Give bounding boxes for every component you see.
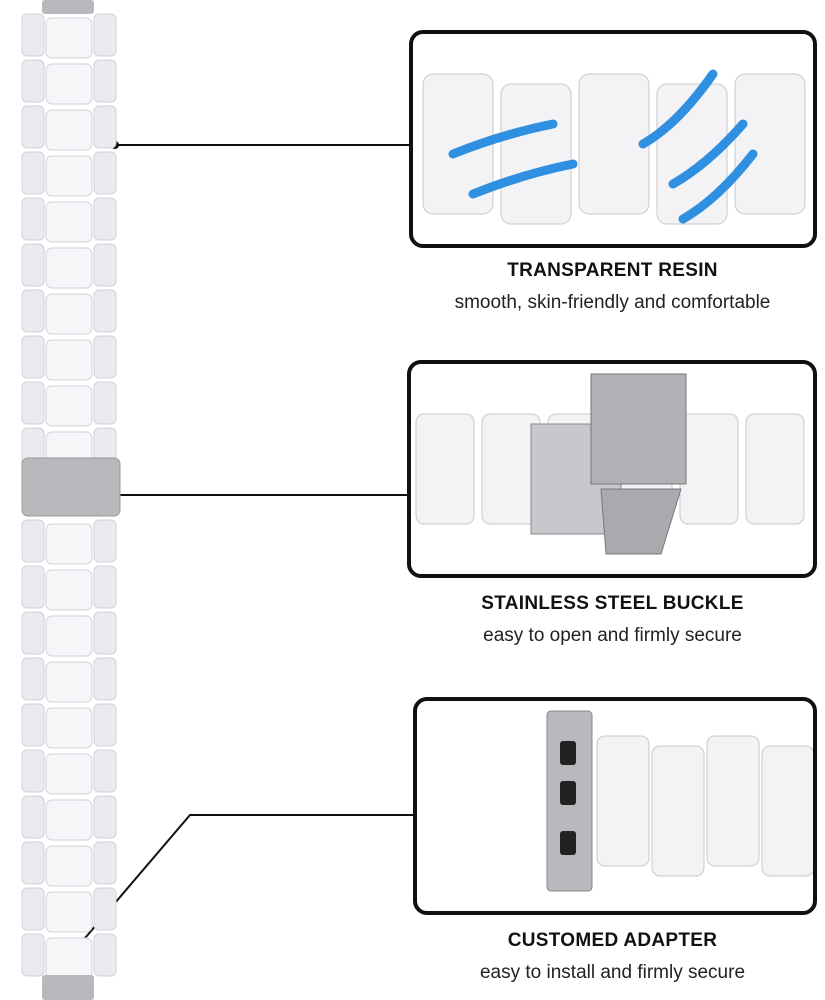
band-link-side <box>21 381 45 425</box>
adapter-closeup-image <box>413 697 817 915</box>
band-link-side <box>21 243 45 287</box>
band-link-side <box>93 749 117 793</box>
band-link-side <box>93 703 117 747</box>
band-link-center <box>45 845 93 887</box>
band-link-side <box>21 565 45 609</box>
band-link-side <box>93 611 117 655</box>
band-link-center <box>45 937 93 979</box>
band-link-side <box>93 933 117 977</box>
band-link-side <box>21 933 45 977</box>
feature-title-adapter: CUSTOMED ADAPTER <box>507 930 718 951</box>
band-link-side <box>21 657 45 701</box>
resin-link <box>745 413 805 525</box>
band-link-side <box>21 795 45 839</box>
band-link-side <box>93 151 117 195</box>
feature-subtitle-resin: smooth, skin-friendly and comfortable <box>454 292 771 313</box>
band-link-side <box>93 289 117 333</box>
band-link-center <box>45 385 93 427</box>
resin-link <box>415 413 475 525</box>
resin-link <box>500 83 572 225</box>
band-link-center <box>45 109 93 151</box>
flow-arrow-icon <box>638 69 718 149</box>
feature-subtitle-adapter: easy to install and firmly secure <box>479 962 746 983</box>
band-link-side <box>93 105 117 149</box>
band-link-side <box>93 565 117 609</box>
band-link-side <box>21 703 45 747</box>
feature-subtitle-buckle: easy to open and firmly secure <box>483 625 742 646</box>
band-link-side <box>93 243 117 287</box>
band-link-side <box>93 59 117 103</box>
band-link-side <box>93 13 117 57</box>
band-link-center <box>45 891 93 933</box>
feature-title-buckle: STAINLESS STEEL BUCKLE <box>481 593 744 614</box>
band-link-side <box>93 795 117 839</box>
buckle-closeup-image <box>407 360 817 578</box>
band-link-side <box>21 611 45 655</box>
band-link-center <box>45 17 93 59</box>
adapter-slot <box>560 741 576 765</box>
band-link-side <box>93 335 117 379</box>
resin-link <box>706 735 760 867</box>
band-link-center <box>45 247 93 289</box>
resin-link <box>679 413 739 525</box>
band-link-side <box>21 841 45 885</box>
flow-arrow-icon <box>448 119 558 159</box>
flow-arrow-icon <box>678 149 758 224</box>
adapter-slot <box>560 831 576 855</box>
band-link-side <box>93 887 117 931</box>
band-link-center <box>45 799 93 841</box>
band-link-side <box>21 105 45 149</box>
band-link-side <box>21 335 45 379</box>
adapter-slot <box>560 781 576 805</box>
band-link-center <box>45 753 93 795</box>
bottom-adapter <box>42 975 94 1000</box>
band-link-side <box>21 289 45 333</box>
band-link-center <box>45 339 93 381</box>
flow-arrow-icon <box>468 159 578 199</box>
band-link-side <box>93 841 117 885</box>
band-link-side <box>93 657 117 701</box>
band-link-side <box>21 151 45 195</box>
band-link-center <box>45 293 93 335</box>
flow-arrow-icon <box>668 119 748 189</box>
band-link-side <box>93 519 117 563</box>
band-link-center <box>45 707 93 749</box>
band-link-center <box>45 523 93 565</box>
band-link-center <box>45 661 93 703</box>
band-link-center <box>45 615 93 657</box>
buckle-cover <box>590 373 687 485</box>
top-adapter <box>42 0 94 14</box>
band-link-side <box>93 197 117 241</box>
band-link-center <box>45 201 93 243</box>
band-link-side <box>21 519 45 563</box>
band-link-side <box>21 13 45 57</box>
resin-link <box>596 735 650 867</box>
band-link-side <box>21 749 45 793</box>
band-link-center <box>45 63 93 105</box>
band-link-side <box>21 887 45 931</box>
band-link-side <box>21 197 45 241</box>
band-link-side <box>93 381 117 425</box>
resin-closeup-image <box>409 30 817 248</box>
band-link-side <box>21 59 45 103</box>
steel-buckle <box>21 457 121 517</box>
resin-link <box>761 745 813 877</box>
band-link-center <box>45 155 93 197</box>
feature-title-resin: TRANSPARENT RESIN <box>507 260 718 281</box>
buckle-clasp <box>600 488 682 555</box>
resin-link <box>651 745 705 877</box>
resin-link <box>734 73 806 215</box>
band-link-center <box>45 569 93 611</box>
